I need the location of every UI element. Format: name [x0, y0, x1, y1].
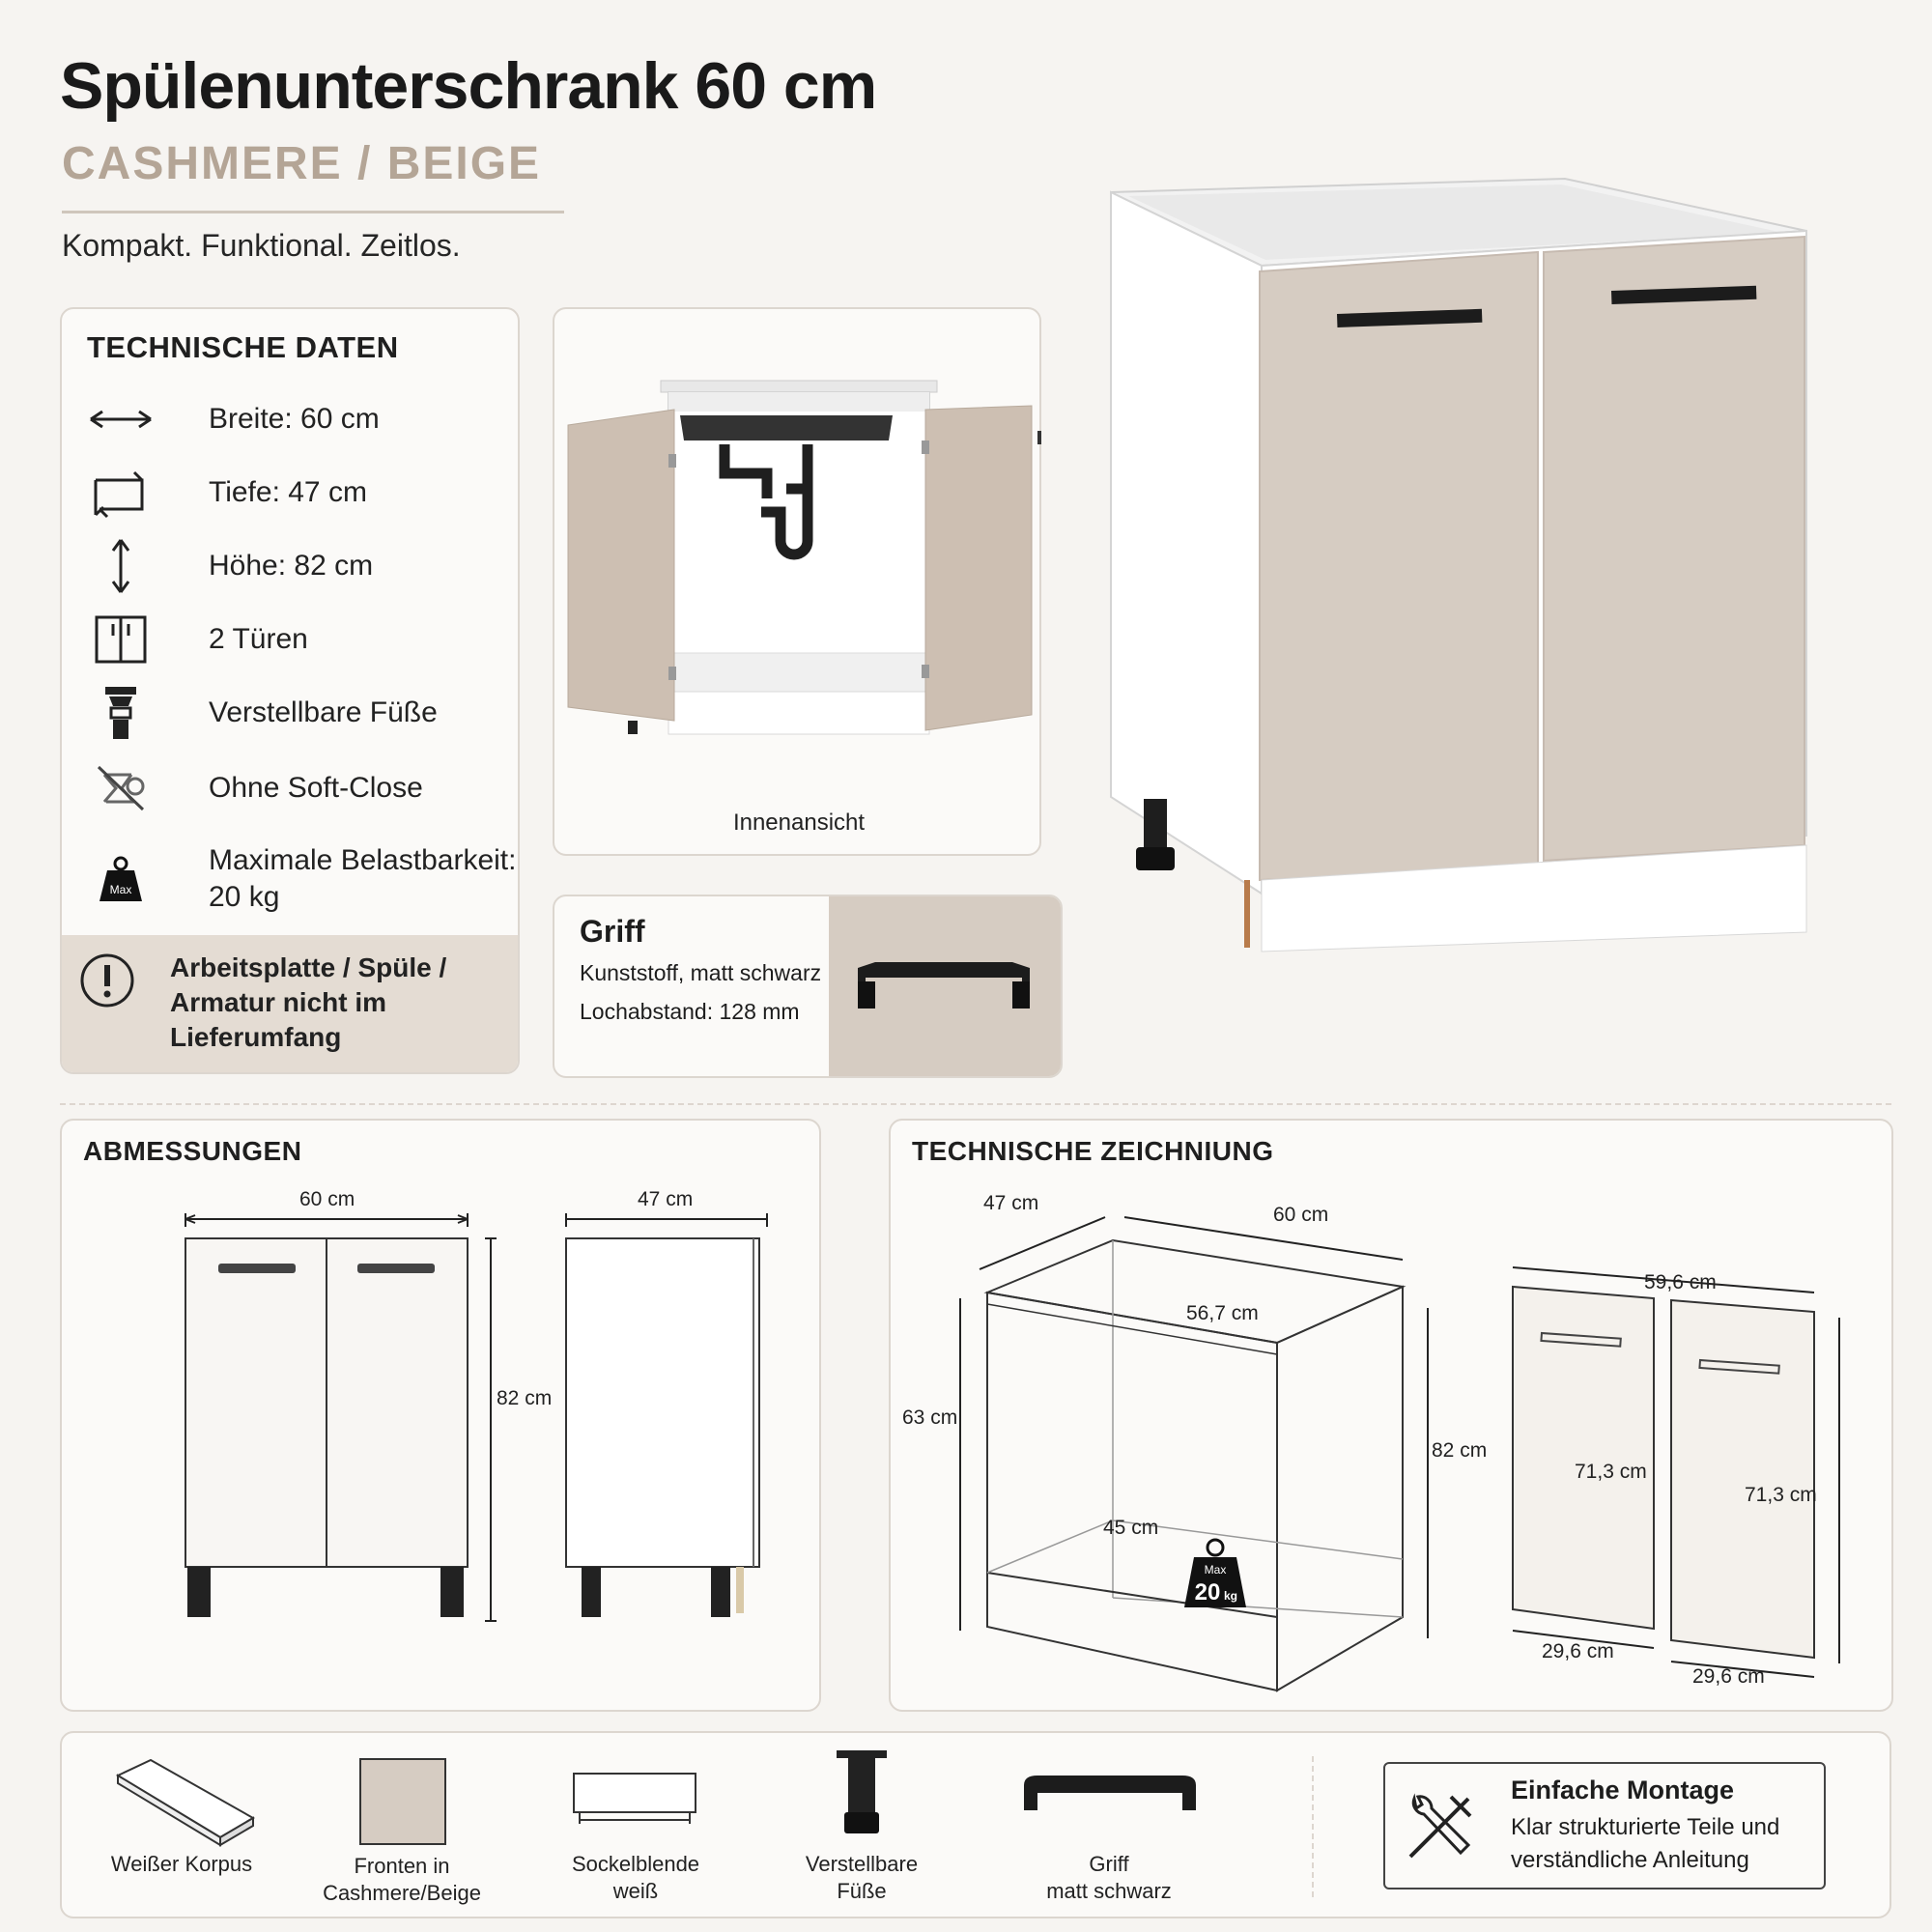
- spec-width: Breite: 60 cm: [85, 390, 380, 448]
- width-arrow-icon: [85, 390, 156, 448]
- white-carcass-icon: [115, 1758, 256, 1847]
- assembly-line2: verständliche Anleitung: [1511, 1847, 1749, 1873]
- doors-icon: [85, 611, 156, 668]
- spec-soft-close-label: Ohne Soft-Close: [209, 772, 423, 804]
- assembly-box: Einfache Montage Klar strukturierte Teil…: [1383, 1762, 1826, 1889]
- drawing-width-label: 60 cm: [1273, 1204, 1329, 1226]
- drawing-inner-depth-label: 45 cm: [1103, 1517, 1159, 1539]
- door-right-width-label: 29,6 cm: [1692, 1665, 1765, 1688]
- tech-data-card: TECHNISCHE DATEN Breite: 60 cm Tiefe: 47…: [60, 307, 520, 1074]
- tech-data-heading: TECHNISCHE DATEN: [87, 330, 399, 364]
- features-strip: Weißer Korpus Fronten in Cashmere/Beige …: [60, 1731, 1891, 1918]
- assembly-title: Einfache Montage: [1511, 1776, 1735, 1804]
- notice-box: Arbeitsplatte / Spüle / Armatur nicht im…: [62, 935, 518, 1072]
- handle-photo: [829, 896, 1061, 1076]
- notice-line-3: Lieferumfang: [170, 1022, 342, 1052]
- feature-carcass-label: Weißer Korpus: [110, 1852, 253, 1876]
- spec-load: Max Maximale Belastbarkeit: 20 kg: [85, 838, 516, 920]
- weight-icon-text: Max: [110, 883, 132, 896]
- page-title: Spülenunterschrank 60 cm: [60, 49, 877, 123]
- depth-arrow-icon: [85, 464, 156, 522]
- drawing-depth-label: 47 cm: [983, 1192, 1039, 1214]
- handle-card-spacing: Lochabstand: 128 mm: [580, 999, 800, 1024]
- drawing-weight-unit: kg: [1224, 1589, 1237, 1603]
- tagline: Kompakt. Funktional. Zeitlos.: [62, 228, 461, 263]
- feature-front-line2: Cashmere/Beige: [323, 1881, 481, 1905]
- notice-line-2: Armatur nicht im: [170, 987, 387, 1017]
- technical-drawing: Max 20 kg: [959, 1216, 1840, 1692]
- feature-plinth-line1: Sockelblende: [571, 1852, 700, 1876]
- drawing-inner-height-label: 63 cm: [902, 1406, 958, 1429]
- feature-handle-line1: Griff: [1089, 1852, 1129, 1876]
- no-soft-close-icon: [85, 759, 156, 817]
- side-depth-label: 47 cm: [638, 1188, 694, 1210]
- door-left-height-label: 71,3 cm: [1575, 1461, 1647, 1483]
- cashmere-front-icon: [359, 1758, 446, 1845]
- drawing-weight-top: Max: [1205, 1563, 1227, 1577]
- section-divider: [60, 1103, 1891, 1105]
- dimensions-card: ABMESSUNGEN 60 cm 82 cm 47 cm: [60, 1119, 821, 1712]
- drawing-heading: TECHNISCHE ZEICHNIUNG: [912, 1136, 1274, 1166]
- height-label: 82 cm: [497, 1387, 553, 1409]
- inner-view-illustration: [567, 380, 1041, 735]
- dimensions-drawing: [185, 1213, 768, 1622]
- spec-width-label: Breite: 60 cm: [209, 403, 380, 435]
- drawing-height-label: 82 cm: [1432, 1439, 1488, 1462]
- feature-feet-line2: Füße: [837, 1879, 887, 1903]
- handle-icon: [858, 962, 1030, 1009]
- plinth-icon: [573, 1773, 696, 1824]
- feature-plinth-line2: weiß: [612, 1879, 659, 1903]
- title-divider: [62, 211, 564, 213]
- door-right-height-label: 71,3 cm: [1745, 1484, 1817, 1506]
- drawing-inner-width-label: 56,7 cm: [1186, 1302, 1259, 1324]
- spec-depth: Tiefe: 47 cm: [85, 464, 367, 522]
- spec-feet-label: Verstellbare Füße: [209, 696, 438, 728]
- handle-card-material: Kunststoff, matt schwarz: [580, 960, 822, 985]
- spec-load-label: Maximale Belastbarkeit:: [209, 844, 517, 876]
- front-width-label: 60 cm: [299, 1188, 355, 1210]
- handle-card: Griff Kunststoff, matt schwarz Lochabsta…: [553, 895, 1063, 1078]
- drawing-card: TECHNISCHE ZEICHNIUNG Max 20 kg 4: [889, 1119, 1893, 1712]
- door-left-width-label: 29,6 cm: [1542, 1640, 1614, 1662]
- dimensions-heading: ABMESSUNGEN: [83, 1136, 302, 1166]
- spec-doors: 2 Türen: [85, 611, 308, 668]
- tools-icon: [1408, 1793, 1472, 1859]
- adjustable-foot-icon: [837, 1750, 887, 1833]
- inner-view-caption: Innenansicht: [732, 810, 866, 836]
- drawing-weight-value: 20: [1195, 1579, 1221, 1605]
- feature-divider: [1312, 1756, 1314, 1897]
- feature-feet-line1: Verstellbare: [805, 1852, 919, 1876]
- height-arrow-icon: [85, 537, 156, 595]
- spec-height-label: Höhe: 82 cm: [209, 550, 374, 582]
- feature-handle-line2: matt schwarz: [1046, 1879, 1172, 1903]
- assembly-line1: Klar strukturierte Teile und: [1511, 1814, 1780, 1840]
- inner-view-card: Innenansicht: [553, 307, 1041, 856]
- product-image: [1110, 177, 1807, 952]
- spec-soft-close: Ohne Soft-Close: [85, 759, 423, 817]
- spec-doors-label: 2 Türen: [209, 623, 308, 655]
- spec-depth-label: Tiefe: 47 cm: [209, 476, 367, 508]
- spec-load-value: 20 kg: [209, 881, 280, 913]
- handle-icon: [1024, 1776, 1196, 1810]
- color-subtitle: CASHMERE / BEIGE: [62, 138, 542, 189]
- spec-feet: Verstellbare Füße: [85, 684, 438, 742]
- notice-line-1: Arbeitsplatte / Spüle /: [170, 952, 447, 982]
- handle-card-title: Griff: [580, 914, 645, 949]
- feature-front-line1: Fronten in: [354, 1854, 450, 1878]
- adjustable-foot-icon: [85, 684, 156, 742]
- door-total-width-label: 59,6 cm: [1644, 1271, 1717, 1293]
- weight-icon: Max: [85, 850, 156, 908]
- spec-height: Höhe: 82 cm: [85, 537, 373, 595]
- exclamation-icon: [80, 953, 134, 1008]
